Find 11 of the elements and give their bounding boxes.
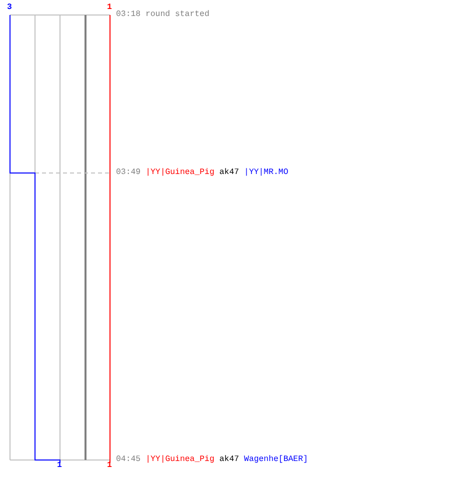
- player-count: 1: [107, 3, 112, 13]
- player-name: |YY|Guinea_Pig: [146, 455, 214, 465]
- player-name: |YY|MR.MO: [244, 168, 288, 178]
- timestamp: 04:45: [116, 455, 141, 465]
- timestamp: 03:49: [116, 168, 141, 178]
- weapon-name: ak47: [219, 168, 240, 178]
- player-name: |YY|Guinea_Pig: [146, 168, 214, 178]
- event-text: 03:18 round started: [116, 10, 210, 20]
- player-name: Wagenhe[BAER]: [244, 455, 308, 465]
- weapon-name: ak47: [219, 455, 240, 465]
- player-count: 3: [7, 3, 12, 13]
